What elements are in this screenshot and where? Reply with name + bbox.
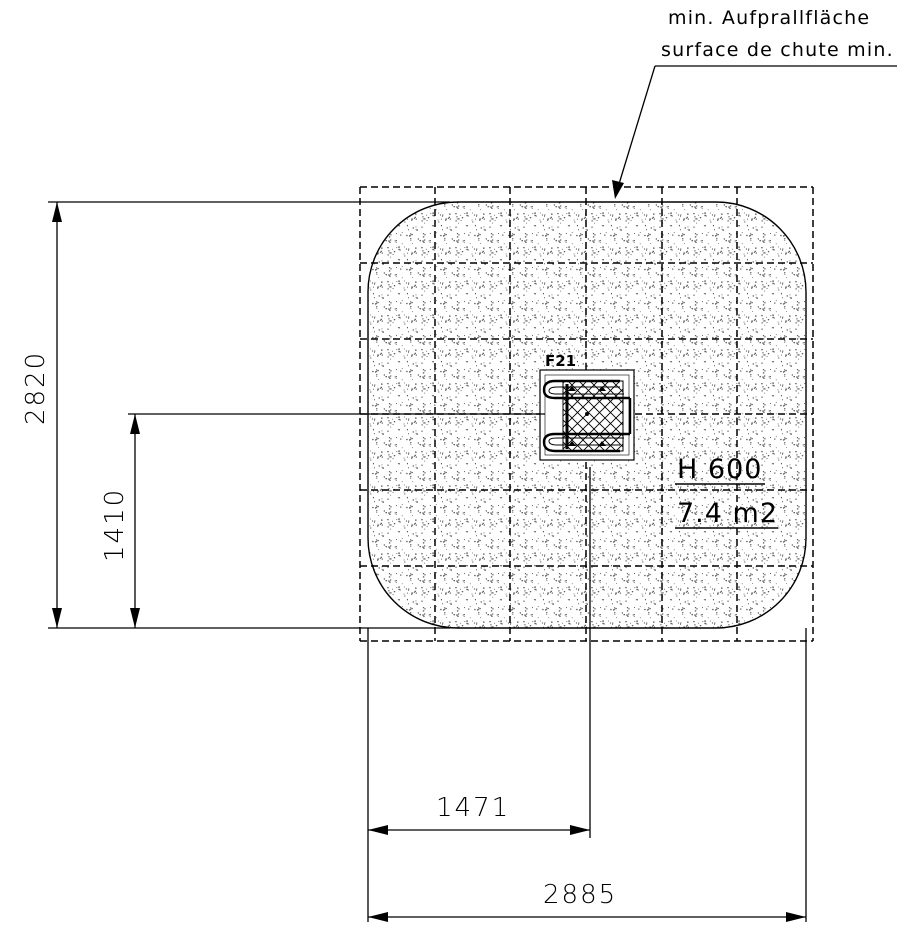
impact-area-note: min. Aufprallfläche surface de chute min… bbox=[612, 7, 897, 199]
equipment-symbol: F21 bbox=[539, 352, 635, 461]
dimension-total-height bbox=[48, 201, 450, 629]
dimension-half-height bbox=[128, 413, 545, 628]
equipment-label: F21 bbox=[545, 352, 576, 370]
dimension-total-width bbox=[368, 628, 807, 922]
note-line-1: min. Aufprallfläche bbox=[668, 7, 870, 29]
note-line-2: surface de chute min. bbox=[661, 39, 894, 61]
half-width-value: 1471 bbox=[436, 793, 510, 823]
dimension-half-width bbox=[367, 467, 591, 922]
half-height-value: 1410 bbox=[100, 488, 130, 562]
height-label: H 600 bbox=[677, 454, 762, 485]
total-width-value: 2885 bbox=[543, 880, 617, 910]
total-height-value: 2820 bbox=[21, 351, 51, 425]
area-label: H 600 7.4 m2 bbox=[675, 454, 778, 529]
leader-arrowhead bbox=[612, 180, 624, 199]
surface-area-label: 7.4 m2 bbox=[677, 498, 778, 529]
